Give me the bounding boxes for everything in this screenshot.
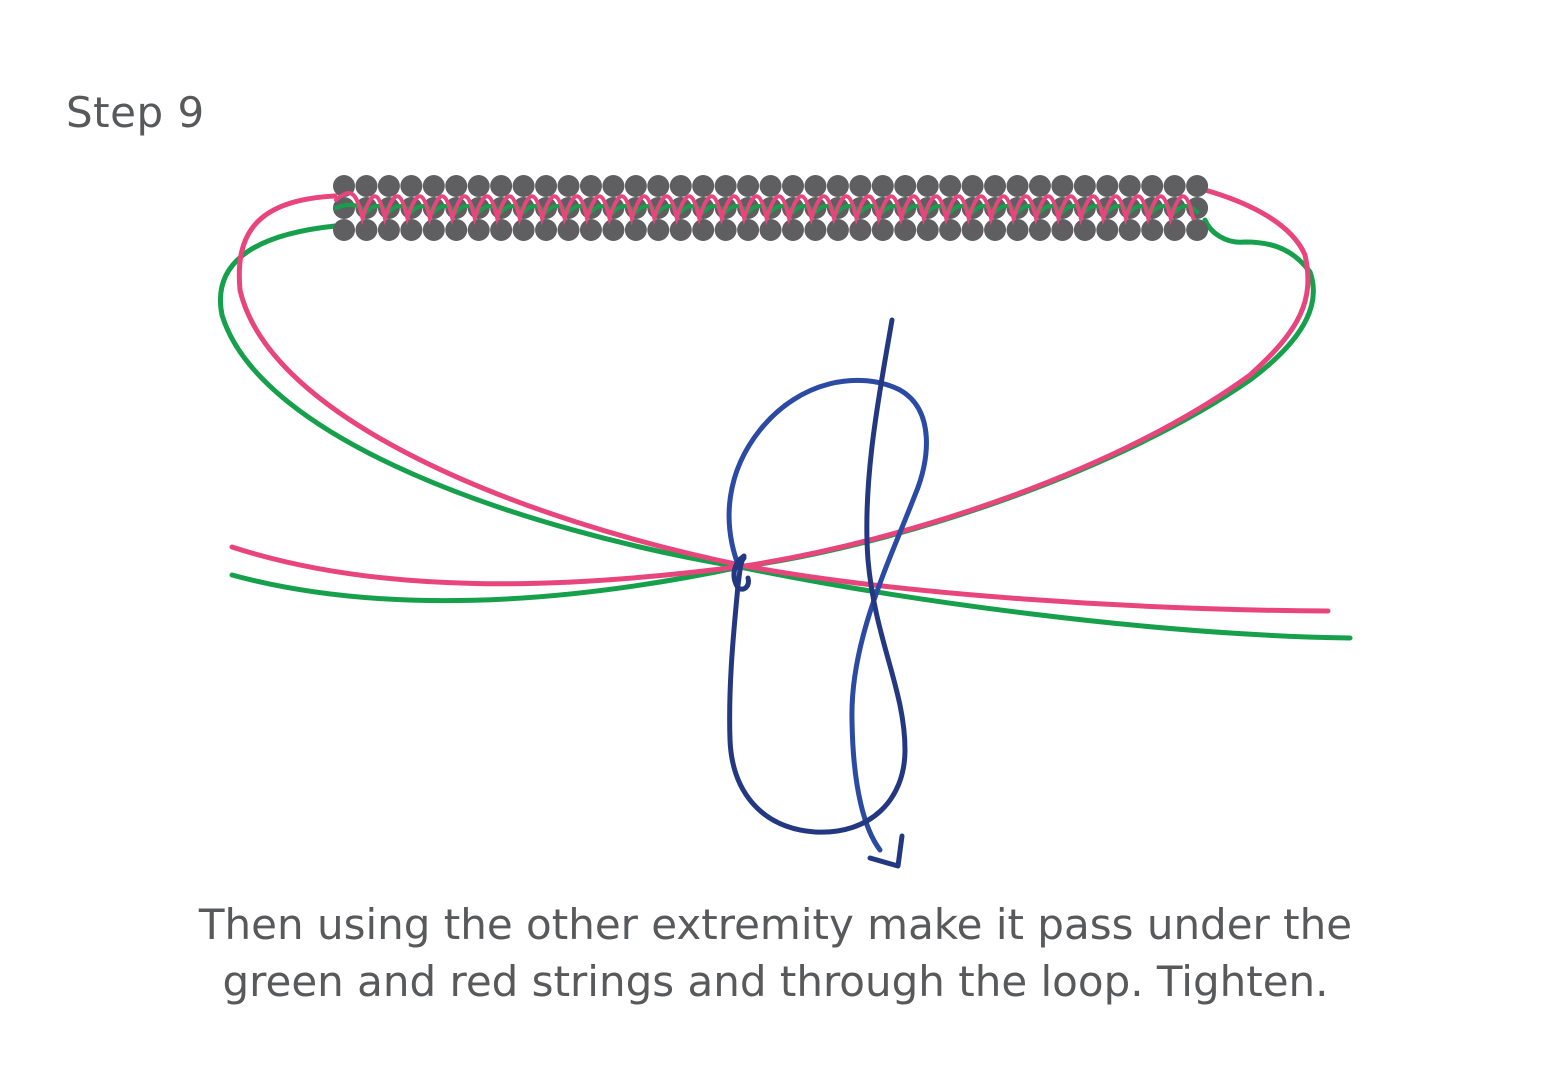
bead bbox=[490, 175, 513, 197]
bead bbox=[602, 219, 625, 241]
bead bbox=[961, 175, 984, 197]
bead bbox=[377, 175, 400, 197]
bead bbox=[1096, 219, 1119, 241]
bead bbox=[535, 219, 558, 241]
bead bbox=[1118, 175, 1141, 197]
string-loops bbox=[218, 187, 1353, 641]
bead bbox=[333, 219, 355, 241]
bead bbox=[1028, 219, 1051, 241]
caption-line-1: Then using the other extremity make it p… bbox=[198, 900, 1353, 949]
navy-string-pass bbox=[727, 317, 908, 835]
bead bbox=[1028, 175, 1051, 197]
bead bbox=[400, 175, 423, 197]
bead bbox=[714, 219, 737, 241]
bead bbox=[669, 175, 692, 197]
bead bbox=[445, 175, 468, 197]
bead bbox=[624, 175, 647, 197]
bead bbox=[849, 175, 872, 197]
bead bbox=[692, 219, 715, 241]
bead bbox=[1096, 175, 1119, 197]
bead bbox=[871, 219, 894, 241]
bead bbox=[377, 219, 400, 241]
bead bbox=[849, 219, 872, 241]
bead bbox=[984, 175, 1007, 197]
bead bbox=[557, 219, 580, 241]
bead bbox=[894, 219, 917, 241]
bead bbox=[445, 219, 468, 241]
bead bbox=[467, 219, 490, 241]
bead bbox=[871, 175, 894, 197]
bead bbox=[1006, 219, 1029, 241]
bead bbox=[804, 219, 827, 241]
navy-string-knot-wrap bbox=[731, 553, 751, 592]
bead bbox=[1163, 219, 1186, 241]
bead bbox=[1186, 219, 1209, 241]
pink-string-lower-tail bbox=[229, 544, 1331, 614]
bead bbox=[759, 175, 782, 197]
bead bbox=[512, 175, 535, 197]
bead bbox=[737, 175, 760, 197]
bead bbox=[737, 219, 760, 241]
bead-weave-threads bbox=[334, 191, 1200, 226]
bead bbox=[422, 175, 445, 197]
bead bbox=[939, 175, 962, 197]
bead bbox=[467, 175, 490, 197]
bead bbox=[535, 175, 558, 197]
bead bbox=[1073, 175, 1096, 197]
bead bbox=[826, 219, 849, 241]
bead bbox=[916, 175, 939, 197]
bead bbox=[355, 175, 378, 197]
bead bbox=[1006, 175, 1029, 197]
bead bbox=[400, 219, 423, 241]
bead bbox=[916, 219, 939, 241]
bead bbox=[579, 219, 602, 241]
step-title: Step 9 bbox=[66, 88, 205, 137]
pink-string-left-loop bbox=[236, 187, 1311, 569]
bead bbox=[1118, 219, 1141, 241]
bead bbox=[490, 219, 513, 241]
bead bbox=[826, 175, 849, 197]
bead bbox=[624, 219, 647, 241]
bead bbox=[714, 175, 737, 197]
bead bbox=[692, 175, 715, 197]
bead bbox=[961, 219, 984, 241]
bead bbox=[804, 175, 827, 197]
arrow-head-icon bbox=[867, 833, 905, 869]
bead bbox=[647, 175, 670, 197]
bead bbox=[1186, 175, 1209, 197]
bead bbox=[984, 219, 1007, 241]
instruction-caption: Then using the other extremity make it p… bbox=[0, 896, 1551, 1010]
bead bbox=[1051, 219, 1074, 241]
bead bbox=[1141, 219, 1164, 241]
bead bbox=[422, 219, 445, 241]
bead bbox=[1163, 175, 1186, 197]
bead bbox=[669, 219, 692, 241]
bead bbox=[647, 219, 670, 241]
bead bbox=[1051, 175, 1074, 197]
pink-weave-thread bbox=[334, 191, 1196, 226]
bead bbox=[602, 175, 625, 197]
blue-string-loop bbox=[726, 377, 929, 853]
bead bbox=[557, 175, 580, 197]
bead bbox=[579, 175, 602, 197]
bead bbox=[894, 175, 917, 197]
bead bbox=[782, 175, 804, 197]
green-string-left-loop bbox=[218, 217, 1316, 570]
bead bbox=[512, 219, 535, 241]
bead bbox=[759, 219, 782, 241]
bead bbox=[333, 197, 355, 219]
caption-line-2: green and red strings and through the lo… bbox=[222, 957, 1329, 1006]
knot-strings bbox=[726, 317, 929, 853]
bead bbox=[1141, 175, 1164, 197]
bead bbox=[939, 219, 962, 241]
bead bbox=[1073, 219, 1096, 241]
bead bbox=[782, 219, 804, 241]
bead bbox=[355, 219, 378, 241]
